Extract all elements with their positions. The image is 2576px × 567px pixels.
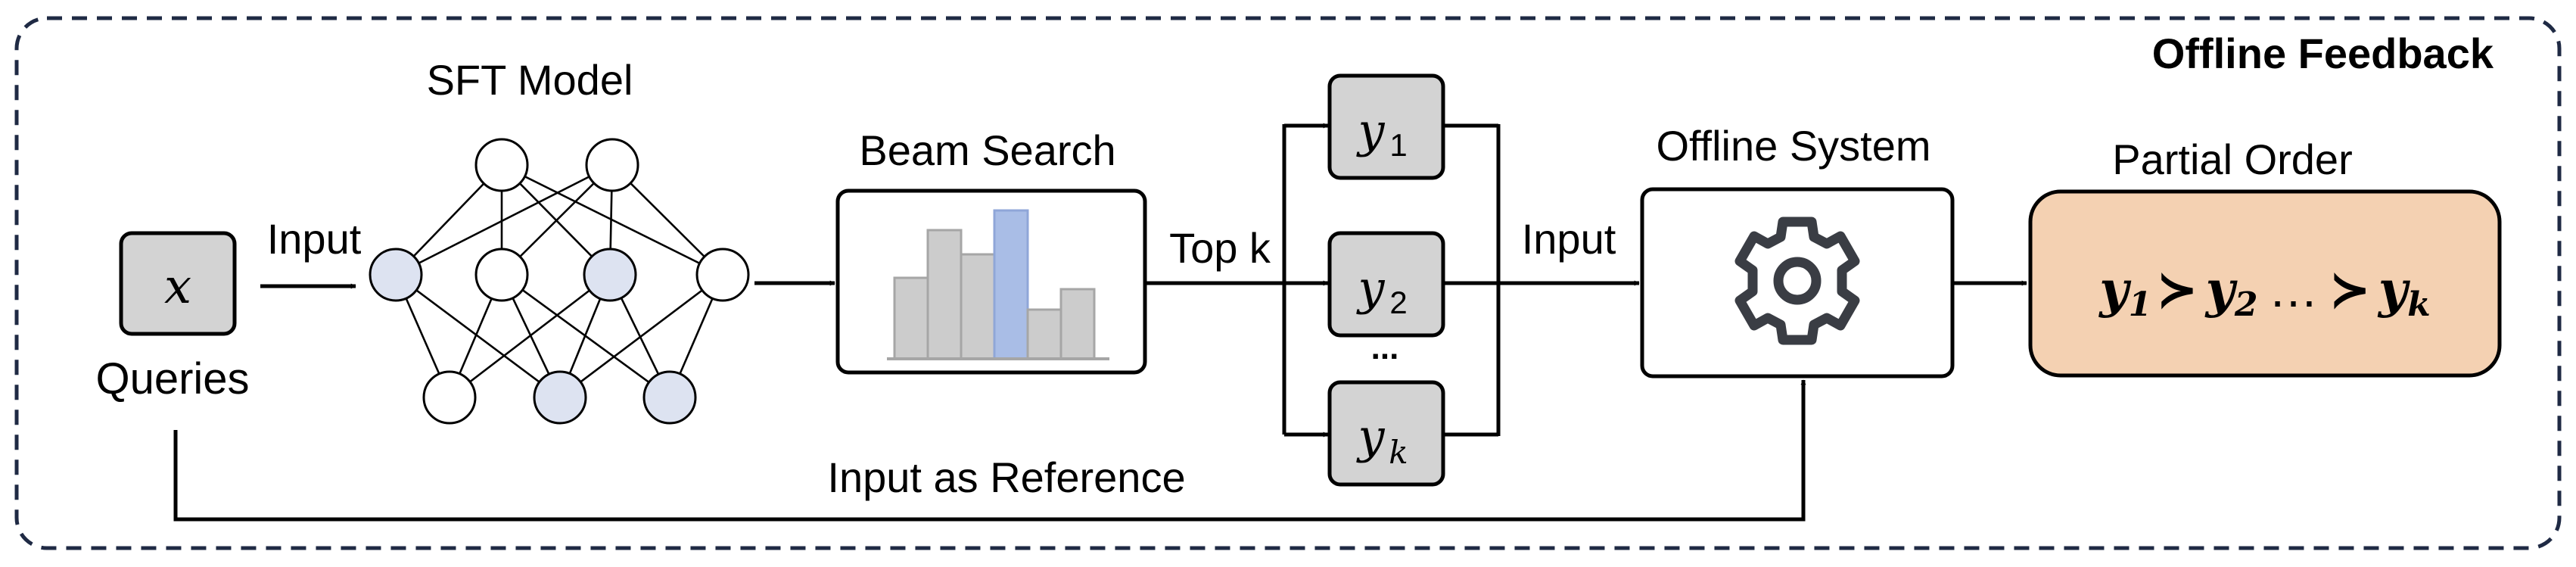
offline-system-label: Offline System (1656, 122, 1930, 170)
query-box (119, 231, 237, 336)
gear-icon (1734, 217, 1860, 345)
output-box-yk (1327, 380, 1445, 487)
query-symbol: x (164, 259, 191, 315)
y2-base: y (1355, 260, 1385, 316)
neural-network-icon (369, 138, 750, 425)
partial-order-expression: y1≻y2…≻yk (2098, 260, 2430, 324)
svg-text:y: y (1355, 103, 1385, 158)
y2-subscript: 2 (1389, 285, 1407, 320)
order-y1-sub: 1 (2129, 285, 2152, 324)
nn-node (474, 248, 529, 302)
partial-order-label: Partial Order (2112, 136, 2352, 183)
nn-node (369, 248, 423, 302)
offline-input-label: Input (1522, 215, 1616, 263)
queries-label: Queries (95, 354, 249, 403)
order-y1: y (2098, 260, 2132, 319)
output-box-y1 (1327, 73, 1445, 180)
yk-subscript: k (1389, 434, 1408, 471)
output-box-y2 (1327, 231, 1445, 338)
svg-text:y: y (1355, 260, 1385, 316)
histogram-icon (887, 209, 1109, 360)
nn-node (474, 138, 529, 192)
order-op-1: ≻ (2156, 261, 2198, 317)
nn-node (422, 370, 477, 425)
order-op-2: ≻ (2329, 261, 2371, 317)
nn-node (695, 248, 750, 302)
reference-label: Input as Reference (827, 453, 1185, 501)
top-k-label: Top k (1169, 224, 1271, 272)
diagram-title: Offline Feedback (2152, 30, 2494, 77)
reference-path (173, 379, 1806, 522)
svg-text:y: y (1355, 409, 1385, 464)
nn-node (642, 370, 697, 425)
order-yk-sub: k (2407, 285, 2431, 324)
nn-node (583, 248, 637, 302)
partial-order-box (2028, 189, 2502, 378)
beam-search-label: Beam Search (859, 126, 1115, 174)
output-ellipsis: ... (1371, 329, 1399, 366)
order-yk: y (2377, 260, 2411, 319)
y1-subscript: 1 (1389, 127, 1407, 163)
sft-model-label: SFT Model (427, 56, 633, 104)
order-y2-sub: 2 (2234, 285, 2258, 324)
yk-base: y (1355, 409, 1385, 464)
input-label: Input (267, 215, 362, 263)
nn-node (585, 138, 639, 192)
order-dots: … (2269, 261, 2319, 317)
order-y2: y (2204, 260, 2238, 319)
nn-node (533, 370, 587, 425)
y1-base: y (1355, 103, 1385, 158)
